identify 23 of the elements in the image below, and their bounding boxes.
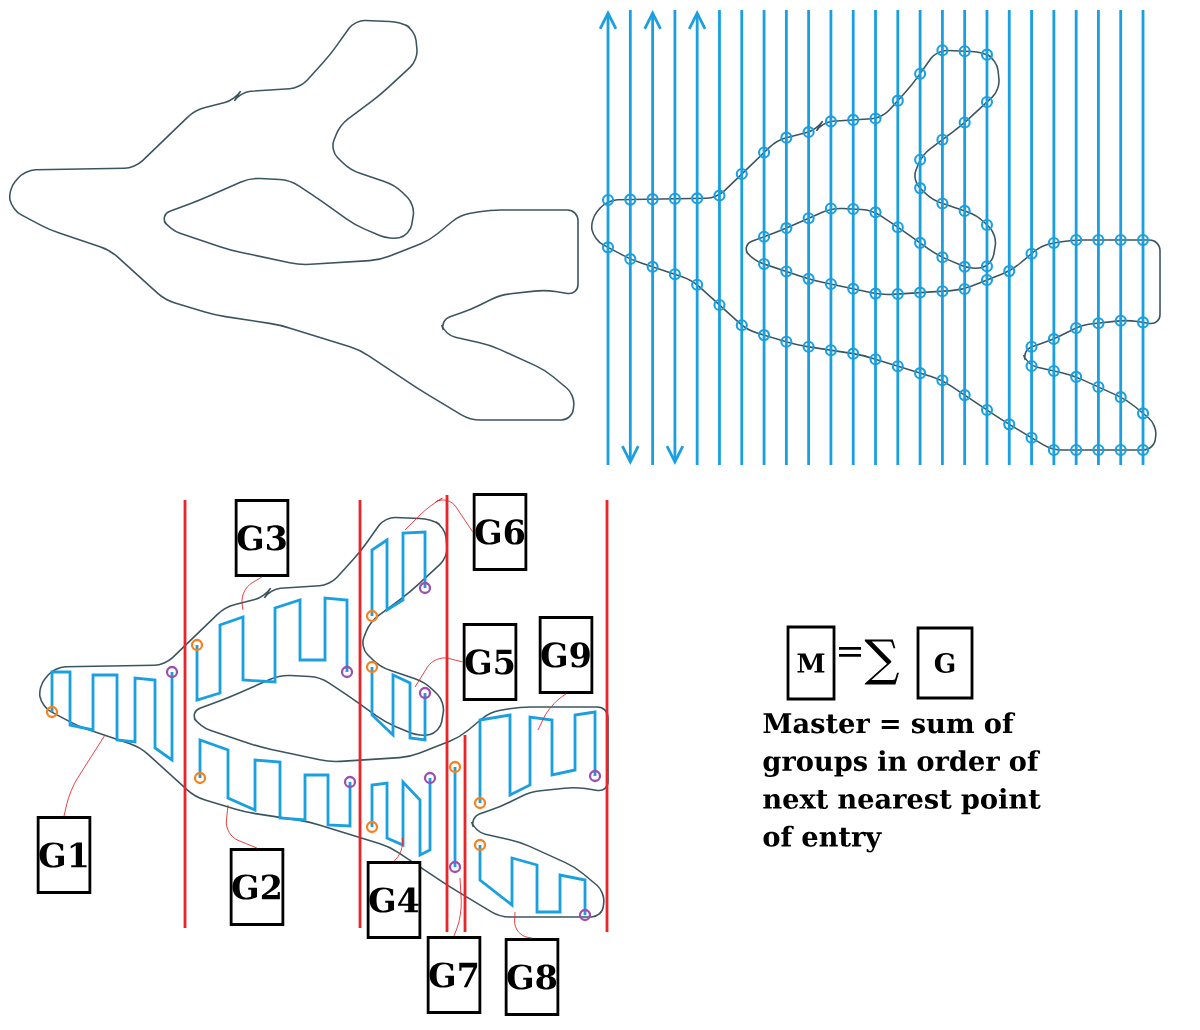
leader-line xyxy=(393,837,404,862)
group-label-box: G4 xyxy=(366,861,422,939)
group-box: G xyxy=(916,626,974,700)
leader-line xyxy=(404,497,474,533)
group-label-box: G8 xyxy=(504,938,560,1016)
leader-line xyxy=(63,734,106,817)
group-label-box: G1 xyxy=(36,816,92,894)
group-label-box: G3 xyxy=(234,499,290,577)
leader-line xyxy=(225,804,258,849)
group-label-box: G7 xyxy=(426,936,482,1014)
sum-symbol: ∑ xyxy=(864,639,899,685)
equals-sign: = xyxy=(839,647,861,657)
leader-line xyxy=(514,911,533,939)
leader-line xyxy=(537,693,567,731)
group-label-box: G9 xyxy=(538,616,594,694)
explanation-text: Master = sum of groups in order of next nearest point of entry xyxy=(763,712,1041,853)
group-label-box: G5 xyxy=(462,623,518,701)
leader-line xyxy=(453,877,462,937)
leader-line xyxy=(414,657,464,688)
master-box: M xyxy=(786,625,836,701)
group-label-box: G2 xyxy=(229,848,285,926)
group-label-box: G6 xyxy=(472,493,528,571)
leader-line xyxy=(241,576,263,611)
